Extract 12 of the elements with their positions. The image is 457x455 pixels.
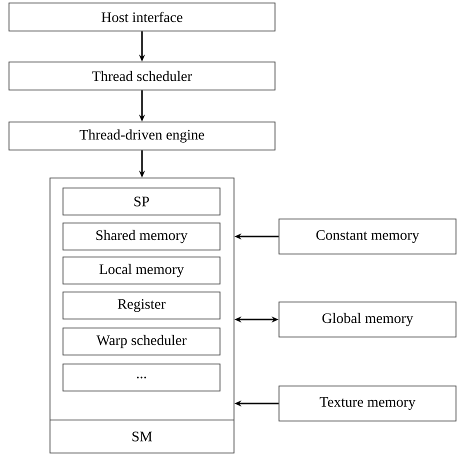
process-box: Texture memory (278, 386, 456, 422)
process-box: Global memory (278, 302, 456, 338)
process-box: Thread scheduler (8, 62, 276, 90)
component-box: Shared memory (62, 222, 220, 250)
component-box: Warp scheduler (62, 328, 220, 356)
process-box: Thread-driven engine (8, 122, 276, 150)
component-box: Local memory (62, 256, 220, 284)
component-box: Register (62, 292, 220, 320)
component-box: ... (62, 364, 220, 392)
process-box: Host interface (8, 2, 276, 32)
component-box: SP (62, 188, 220, 216)
process-box: Constant memory (278, 218, 456, 254)
